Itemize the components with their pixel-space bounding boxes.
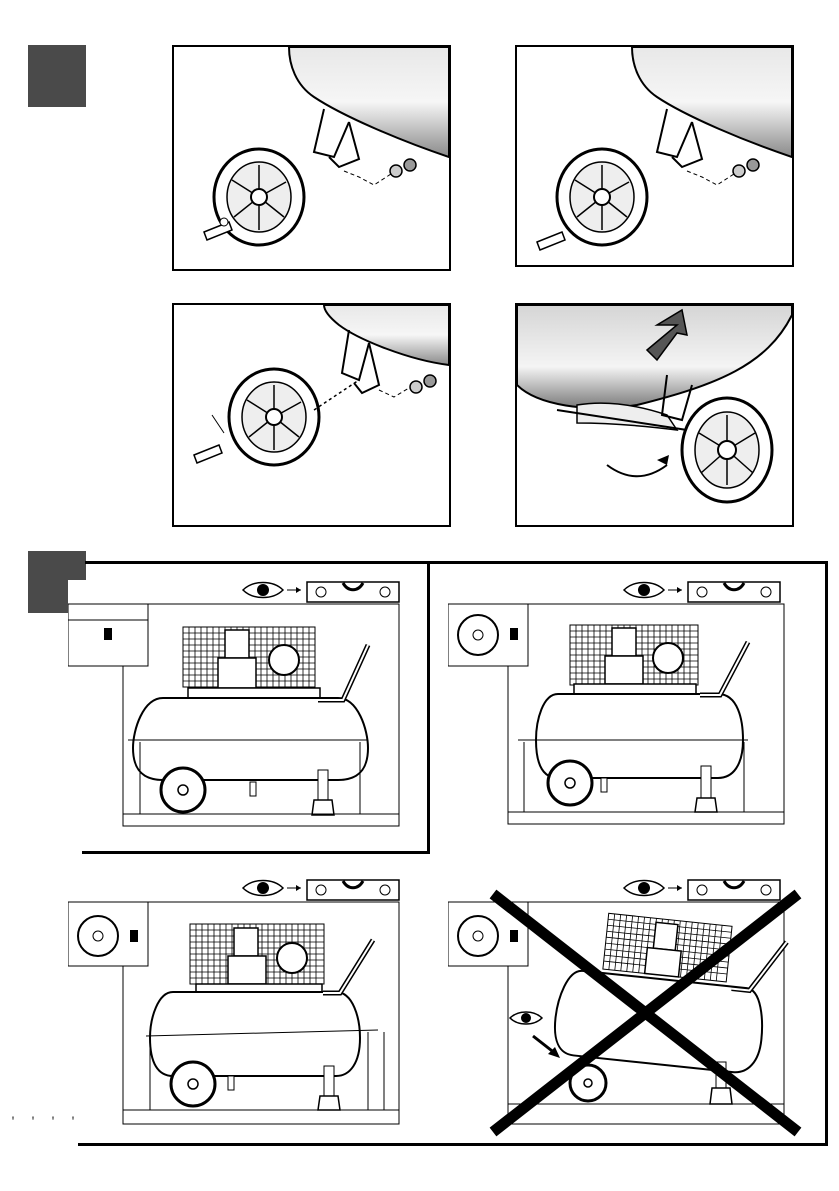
wheel-exploded-illustration: [517, 47, 792, 265]
level-check-panel-large-wheel: [68, 878, 403, 1128]
figure-2-frame-divider: [427, 561, 430, 853]
level-check-panel-medium-wheel: [448, 580, 788, 830]
curved-arrow-up-icon: [607, 465, 667, 476]
eye-level-icon: [624, 582, 780, 602]
eye-level-icon: [624, 880, 780, 900]
figure-2-frame-bottom: [78, 1143, 828, 1146]
compressor-level-illustration: [68, 580, 403, 830]
tilt-compressor-illustration: [517, 305, 792, 525]
wheel-assembly-panel-1: [172, 45, 451, 271]
section-1-badge: [28, 45, 86, 107]
level-check-panel-small-wheel: [68, 580, 403, 830]
corner-tick-marks: ' ' ' ': [10, 1117, 80, 1128]
washer-icon: [424, 375, 436, 387]
figure-2-frame-top: [85, 561, 825, 564]
figure-2-frame-right: [825, 561, 828, 1146]
wheel-icon: [229, 369, 319, 465]
eye-level-icon: [243, 582, 399, 602]
tank-icon: [150, 992, 360, 1076]
tilt-compressor-panel: [515, 303, 794, 527]
axle-bolt-icon: [204, 222, 232, 240]
figure-2-frame-mid: [82, 851, 430, 854]
eye-level-icon: [243, 880, 399, 900]
washer-icon: [747, 159, 759, 171]
wheel-icon: [557, 149, 647, 245]
insert-arrow-icon: [212, 415, 224, 433]
tank-icon: [133, 698, 368, 780]
compressor-level-illustration: [448, 878, 803, 1140]
axle-bolt-icon: [537, 232, 565, 250]
compressor-level-illustration: [68, 878, 403, 1128]
side-eye-icon: [510, 1012, 560, 1058]
nut-icon: [733, 165, 745, 177]
wheel-assembly-panel-3: [172, 303, 451, 527]
wheel-exploded-illustration: [174, 305, 449, 525]
level-check-panel-incorrect: [448, 878, 803, 1140]
wheel-assembly-panel-2: [515, 45, 794, 267]
nut-icon: [390, 165, 402, 177]
wheel-icon: [682, 398, 772, 502]
axle-bolt-icon: [194, 445, 222, 463]
compressor-level-illustration: [448, 580, 788, 830]
nut-icon: [410, 381, 422, 393]
wheel-exploded-illustration: [174, 47, 449, 269]
washer-icon: [404, 159, 416, 171]
